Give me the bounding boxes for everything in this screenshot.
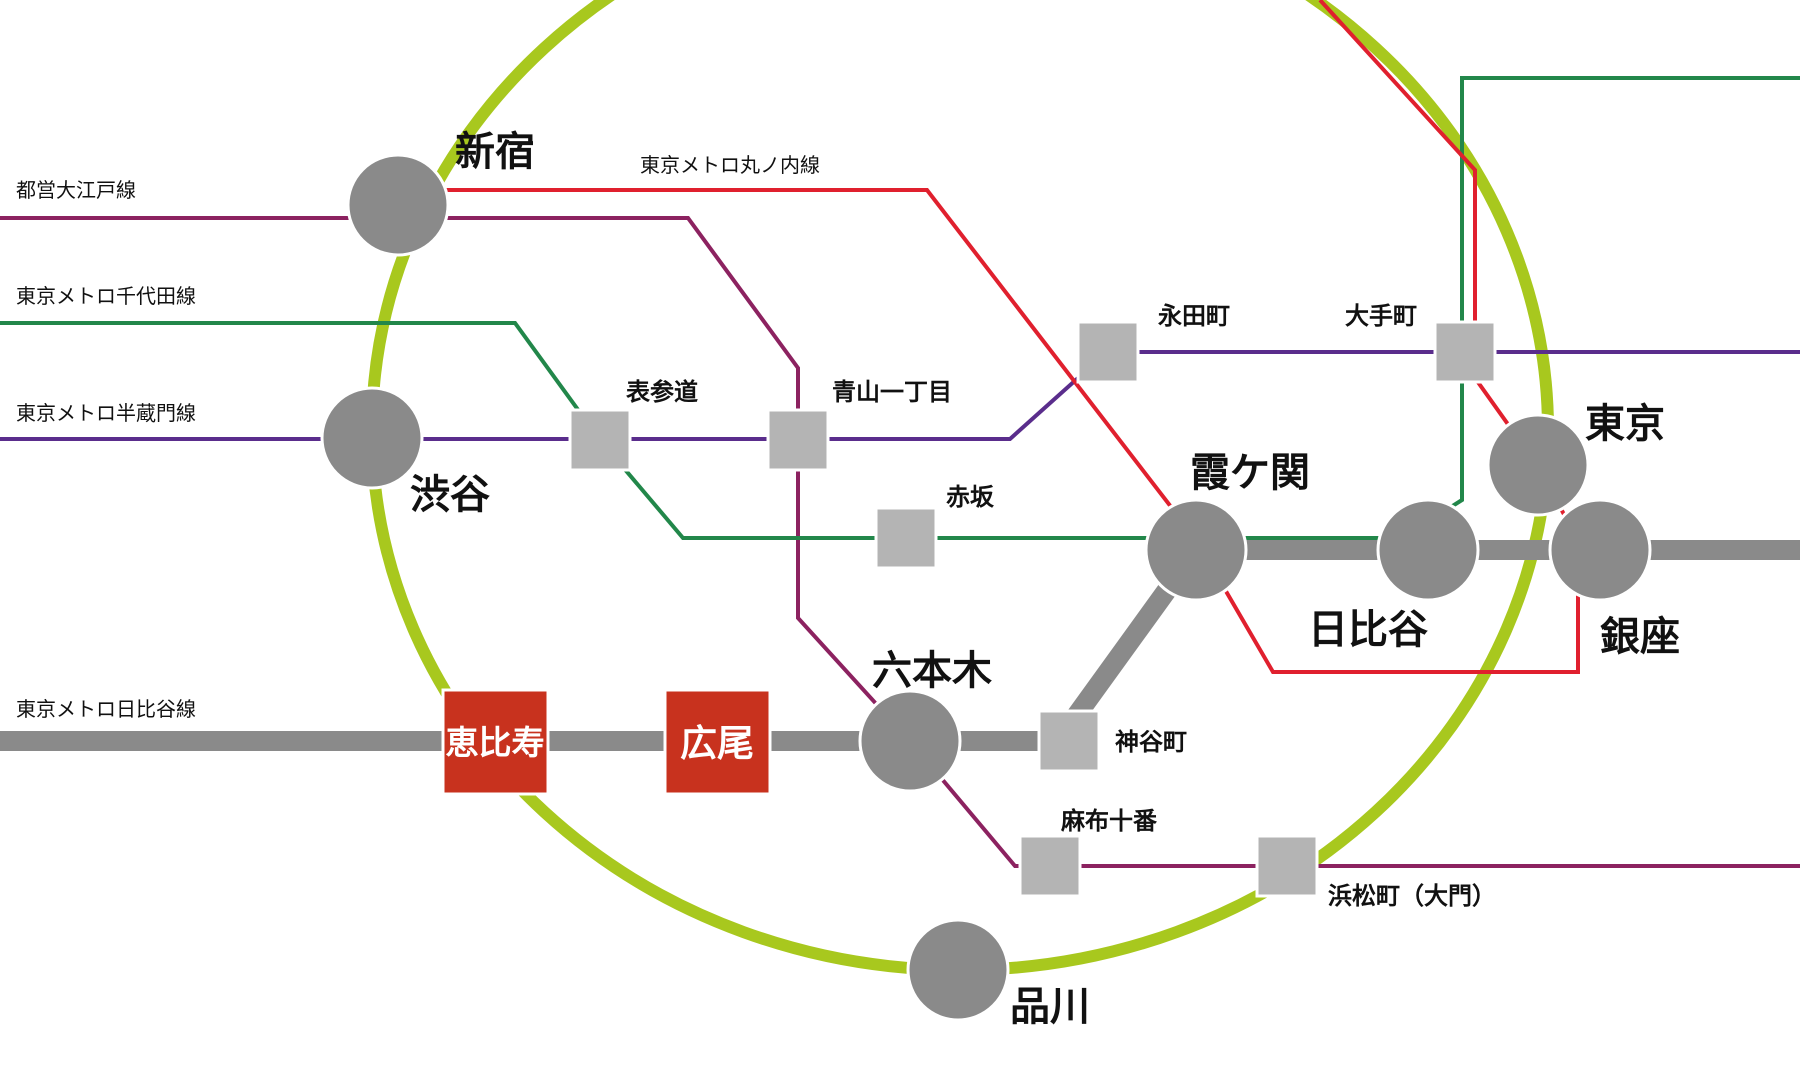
label-marunouchi-line: 東京メトロ丸ノ内線 (640, 153, 820, 177)
major-stations (320, 153, 1652, 1022)
station-azabu-juban-marker[interactable] (1018, 834, 1082, 898)
label-azabu-juban: 麻布十番 (1060, 806, 1158, 835)
label-hamamatsucho: 浜松町（大門） (1328, 881, 1496, 910)
station-aoyama-itchome-marker[interactable] (766, 408, 830, 472)
label-tokyo: 東京 (1585, 400, 1665, 447)
station-tokyo-marker[interactable] (1486, 413, 1590, 517)
label-shinagawa: 品川 (1010, 983, 1090, 1030)
label-omotesando: 表参道 (626, 377, 698, 406)
label-chiyoda-line: 東京メトロ千代田線 (16, 284, 196, 308)
label-hibiya-line: 東京メトロ日比谷線 (16, 697, 196, 721)
label-akasaka: 赤坂 (946, 482, 995, 511)
major-station-labels: 新宿 渋谷 東京 霞ケ関 日比谷 銀座 六本木 品川 (410, 128, 1680, 1030)
line-chiyoda (0, 76, 1800, 540)
minor-stations (568, 320, 1497, 898)
label-shibuya: 渋谷 (410, 471, 490, 518)
station-shibuya-marker[interactable] (320, 386, 424, 490)
line-marunouchi (398, 0, 1580, 674)
station-shinjuku-marker[interactable] (346, 153, 450, 257)
label-hanzomon-line: 東京メトロ半蔵門線 (16, 401, 196, 425)
label-otemachi: 大手町 (1345, 301, 1417, 330)
minor-station-labels: 表参道 青山一丁目 永田町 大手町 赤坂 神谷町 麻布十番 浜松町（大門） (626, 301, 1496, 910)
label-hibiya: 日比谷 (1308, 606, 1428, 653)
label-roppongi: 六本木 (872, 647, 992, 694)
label-oedo-line: 都営大江戸線 (16, 178, 136, 202)
label-shinjuku: 新宿 (455, 128, 535, 175)
station-hamamatsucho-marker[interactable] (1255, 834, 1319, 898)
station-nagatacho-marker[interactable] (1076, 320, 1140, 384)
highlighted-station-labels: 恵比寿 広尾 (446, 721, 755, 765)
station-akasaka-marker[interactable] (874, 506, 938, 570)
station-otemachi-marker[interactable] (1433, 320, 1497, 384)
station-ebisu-marker[interactable] (441, 688, 550, 796)
label-hiroo: 広尾 (680, 721, 754, 765)
highlighted-stations (441, 688, 772, 796)
line-labels: 都営大江戸線 東京メトロ千代田線 東京メトロ半蔵門線 東京メトロ丸ノ内線 東京メ… (16, 153, 820, 721)
label-ebisu: 恵比寿 (446, 723, 545, 762)
station-hibiya-marker[interactable] (1376, 498, 1480, 602)
station-ginza-marker[interactable] (1548, 498, 1652, 602)
label-nagatacho: 永田町 (1158, 301, 1230, 330)
station-kamiyacho-marker[interactable] (1037, 709, 1101, 773)
label-ginza: 銀座 (1600, 613, 1680, 660)
station-shinagawa-marker[interactable] (906, 918, 1010, 1022)
station-roppongi-marker[interactable] (858, 689, 962, 793)
label-kamiyacho: 神谷町 (1115, 727, 1187, 756)
station-omotesando-marker[interactable] (568, 408, 632, 472)
station-hiroo-marker[interactable] (663, 688, 772, 796)
station-kasumigaseki-marker[interactable] (1144, 498, 1248, 602)
label-aoyama-itchome: 青山一丁目 (832, 377, 952, 406)
label-kasumigaseki: 霞ケ関 (1190, 449, 1310, 496)
